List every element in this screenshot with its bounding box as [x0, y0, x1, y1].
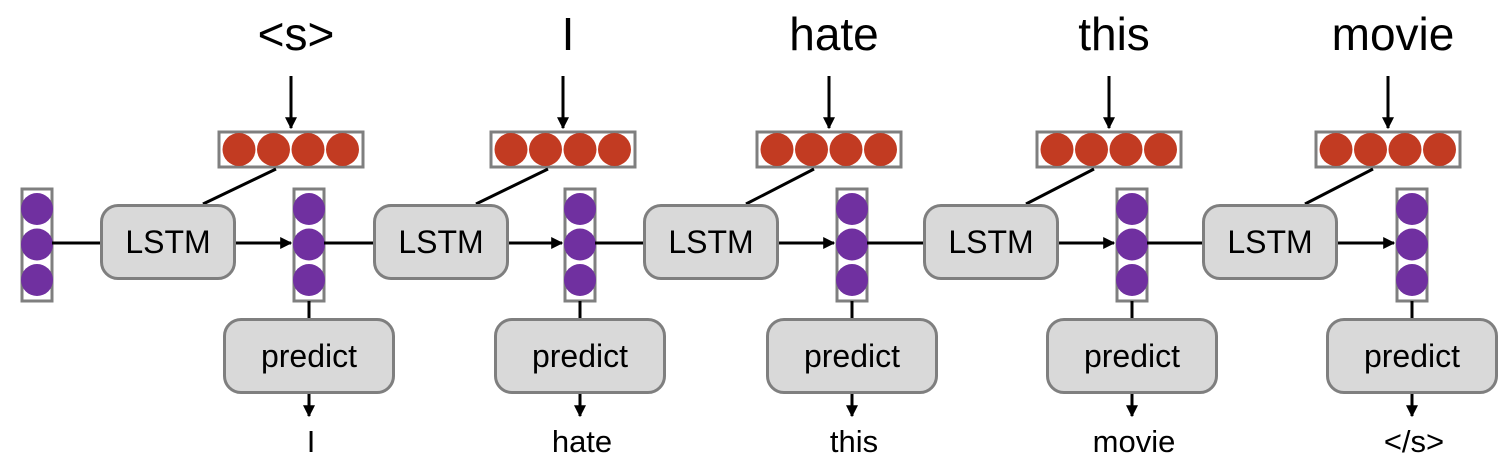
lstm-box: LSTM [373, 204, 509, 280]
embedding-unit-circle [529, 133, 562, 166]
embedding-unit-circle [598, 133, 631, 166]
embedding-unit-circle [222, 133, 256, 166]
embedding-unit-circle [1423, 133, 1456, 166]
hidden-unit-circle [564, 228, 596, 261]
embedding-unit-circle [1354, 133, 1387, 166]
hidden-unit-circle [564, 193, 596, 225]
hidden-unit-circle [836, 264, 868, 296]
embedding-unit-circle [795, 133, 828, 166]
hidden-unit-circle [1116, 264, 1148, 296]
hidden-unit-circle [836, 193, 868, 225]
lstm-box: LSTM [100, 204, 236, 280]
input-token: movie [1331, 8, 1455, 60]
embedding-to-lstm-line [475, 167, 549, 206]
hidden-unit-circle [564, 264, 596, 296]
embedding-unit-circle [760, 133, 794, 166]
input-token: <s> [257, 8, 335, 60]
embedding-to-lstm-line [1304, 167, 1374, 206]
embedding-unit-circle [1144, 133, 1177, 166]
embedding-unit-circle [257, 133, 290, 166]
embedding-unit-circle [494, 133, 528, 166]
predict-box: predict [223, 318, 395, 394]
input-token: hate [789, 8, 879, 60]
hidden-unit-circle [1396, 228, 1428, 261]
output-token: I [306, 424, 316, 459]
input-token: I [561, 8, 575, 60]
lstm-box: LSTM [1202, 204, 1338, 280]
predict-box: predict [1326, 318, 1498, 394]
embedding-unit-circle [1109, 133, 1143, 166]
embedding-unit-circle [563, 133, 597, 166]
embedding-unit-circle [1075, 133, 1108, 166]
hidden-unit-circle [21, 264, 53, 296]
hidden-unit-circle [293, 193, 325, 225]
embedding-to-lstm-line [202, 167, 277, 206]
hidden-unit-circle [293, 228, 325, 261]
hidden-unit-circle [1116, 193, 1148, 225]
embedding-unit-circle [291, 133, 325, 166]
output-token: this [829, 424, 879, 459]
output-token: </s> [1383, 424, 1445, 459]
lstm-box: LSTM [643, 204, 779, 280]
hidden-unit-circle [21, 228, 53, 261]
embedding-unit-circle [829, 133, 863, 166]
embedding-unit-circle [1040, 133, 1074, 166]
predict-box: predict [1046, 318, 1218, 394]
output-token: movie [1092, 424, 1176, 459]
lstm-box: LSTM [923, 204, 1059, 280]
predict-box: predict [766, 318, 938, 394]
output-token: hate [551, 424, 613, 459]
predict-box: predict [494, 318, 666, 394]
hidden-unit-circle [1116, 228, 1148, 261]
hidden-unit-circle [1396, 193, 1428, 225]
embedding-unit-circle [864, 133, 897, 166]
embedding-unit-circle [1319, 133, 1353, 166]
hidden-unit-circle [293, 264, 325, 296]
embedding-unit-circle [1388, 133, 1422, 166]
embedding-unit-circle [326, 133, 359, 166]
hidden-unit-circle [21, 193, 53, 225]
embedding-to-lstm-line [1025, 167, 1095, 206]
input-token: this [1078, 8, 1150, 60]
hidden-unit-circle [1396, 264, 1428, 296]
embedding-to-lstm-line [745, 167, 815, 206]
hidden-unit-circle [836, 228, 868, 261]
